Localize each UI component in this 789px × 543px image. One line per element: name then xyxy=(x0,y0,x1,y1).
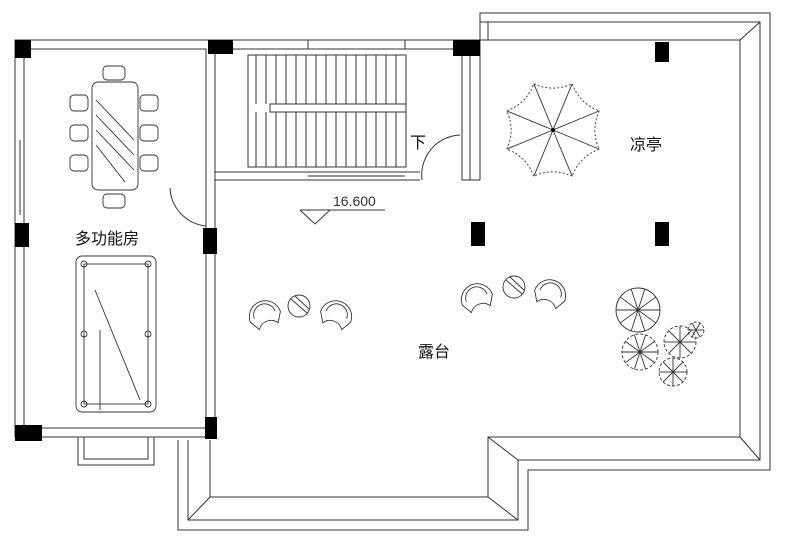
level-mark: 16.600 xyxy=(299,193,385,225)
umbrella-edge xyxy=(571,83,600,112)
plant xyxy=(658,357,688,387)
umbrella-rib xyxy=(552,129,573,177)
umbrella-edge xyxy=(594,110,600,150)
dining-chair xyxy=(139,154,159,172)
umbrella-rib xyxy=(552,110,600,131)
umbrella-rib xyxy=(552,129,600,150)
umbrella-edge xyxy=(506,148,535,177)
lounge-chair xyxy=(320,300,353,331)
side-table xyxy=(287,294,311,318)
umbrella-rib xyxy=(533,129,554,177)
lounge-chair xyxy=(248,300,281,331)
plant xyxy=(615,287,661,333)
umbrella-edge xyxy=(506,83,535,112)
dining-chair xyxy=(102,193,126,209)
dining-chair xyxy=(69,154,89,172)
umbrella-edge xyxy=(533,171,573,177)
stair-direction-label: 下 xyxy=(410,133,426,152)
umbrella-edge xyxy=(533,83,573,89)
lounge-chair xyxy=(460,283,493,314)
plant xyxy=(663,325,697,359)
room-label-terrace: 露台 xyxy=(418,342,450,361)
billiard-table xyxy=(75,255,157,413)
dining-chair xyxy=(139,94,159,112)
level-elevation: 16.600 xyxy=(333,193,376,209)
umbrella-rib xyxy=(506,110,554,131)
dining-chair xyxy=(69,124,89,142)
stairs xyxy=(247,54,407,168)
dining-table xyxy=(69,65,159,209)
umbrella-rib xyxy=(506,129,554,150)
umbrella xyxy=(506,83,600,177)
terrace-furniture xyxy=(248,275,567,331)
room-label-pavilion: 凉亭 xyxy=(630,135,662,154)
parapet-walls xyxy=(177,12,771,531)
umbrella-edge xyxy=(571,148,600,177)
dining-chair xyxy=(139,124,159,142)
plant xyxy=(687,321,705,339)
plant xyxy=(621,333,659,371)
side-table xyxy=(502,275,526,299)
dining-chair xyxy=(102,65,126,81)
dining-chair xyxy=(69,94,89,112)
room-walls xyxy=(14,39,481,466)
umbrella-rib xyxy=(552,83,573,131)
room-label-multi-function: 多功能房 xyxy=(75,229,139,248)
lounge-chair xyxy=(534,279,567,310)
columns xyxy=(15,40,669,441)
umbrella-rib xyxy=(533,83,554,131)
umbrella-pole xyxy=(551,128,555,132)
umbrella-edge xyxy=(506,110,512,150)
plants xyxy=(615,287,705,387)
